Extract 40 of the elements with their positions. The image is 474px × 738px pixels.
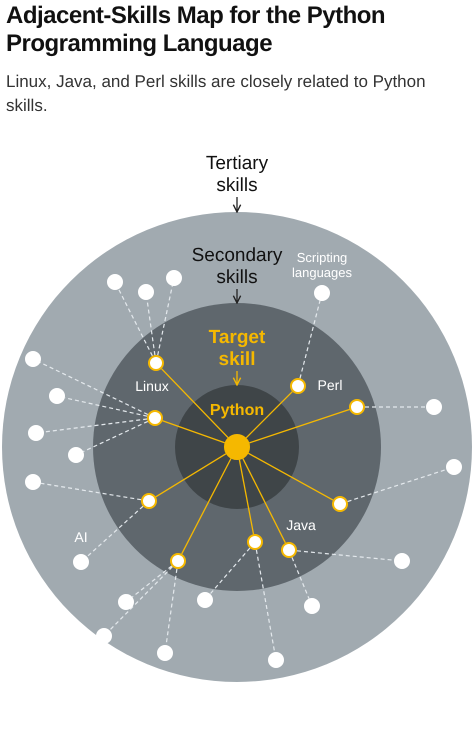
connector-line	[86, 506, 144, 558]
connector-line	[242, 458, 286, 544]
arrow	[232, 289, 242, 304]
skill-label: Python	[208, 401, 266, 421]
connector-line	[109, 566, 173, 631]
arrow	[232, 197, 242, 213]
connector-line	[82, 420, 148, 452]
connector-line	[210, 548, 250, 594]
connector-line	[44, 418, 148, 433]
connector-line	[238, 460, 254, 534]
connector-line	[157, 286, 173, 356]
connector-line	[291, 557, 310, 599]
ring-heading: Tertiary skills	[194, 153, 280, 197]
connector-line	[299, 300, 321, 378]
arrow	[232, 371, 242, 386]
connector-line	[249, 408, 350, 444]
connector-line	[365, 406, 426, 408]
skill-label: Linux	[134, 378, 170, 394]
connector-line	[146, 300, 156, 356]
skill-label: Java	[285, 517, 317, 533]
skill-label: Scripting languages	[291, 250, 353, 280]
connector-line	[155, 453, 226, 498]
connector-line	[296, 550, 394, 561]
connector-line	[256, 550, 276, 652]
connector-line	[246, 391, 293, 438]
connector-line	[40, 362, 148, 416]
connector-line	[162, 420, 225, 444]
connector-line	[40, 482, 142, 500]
connector-line	[181, 458, 232, 554]
ring-heading: Secondary skills	[184, 245, 290, 289]
skill-label: AI	[73, 529, 89, 545]
connector-line	[118, 288, 153, 356]
ring-heading: Target skill	[199, 327, 275, 371]
connector-line	[161, 368, 228, 438]
connector-line	[248, 452, 334, 501]
skill-label: Perl	[316, 377, 344, 393]
subtitle: Linux, Java, and Perl skills are closely related to Python skills.	[6, 71, 427, 117]
title: Adjacent-Skills Map for the Python Programming Language	[6, 2, 386, 58]
connector-line	[132, 566, 172, 598]
connector-line	[347, 468, 447, 502]
